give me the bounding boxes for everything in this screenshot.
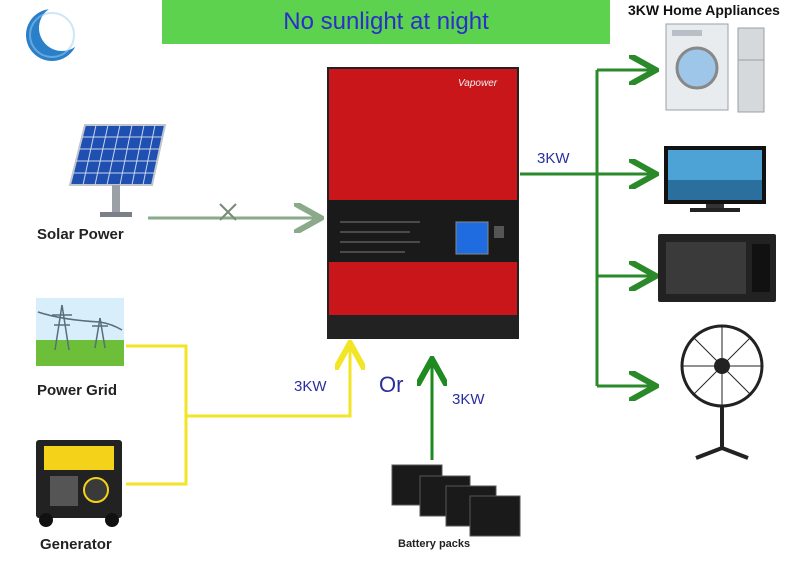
washing-machine-icon [665,23,729,111]
fan-icon [680,324,764,460]
output-power-label: 3KW [537,150,570,167]
inverter-brand-mark: Vapower [458,78,498,89]
tv-icon [664,146,766,212]
lcd-screen-icon [455,221,489,255]
battery-label: Battery packs [398,538,471,550]
refrigerator-icon [737,27,765,113]
grid-power-label: 3KW [294,378,327,395]
generator-label: Generator [40,536,112,553]
power-grid-label: Power Grid [37,382,118,399]
title-banner: No sunlight at night [162,0,610,44]
blocked-x-icon [219,203,237,221]
or-label: Or [379,372,404,397]
appliances-title: 3KW Home Appliances [628,2,780,18]
banner-text: No sunlight at night [283,8,489,35]
microwave-icon [658,234,776,302]
power-grid-icon [36,298,124,366]
battery-packs-icon [391,464,521,537]
moon-icon [26,5,85,61]
output-wiring [520,70,653,386]
battery-power-label: 3KW [452,391,485,408]
solar-power-label: Solar Power [37,226,124,243]
inverter-unit [327,67,519,339]
grid-generator-feed [126,346,350,486]
solar-panel-icon [68,124,167,217]
generator-icon [36,440,122,527]
